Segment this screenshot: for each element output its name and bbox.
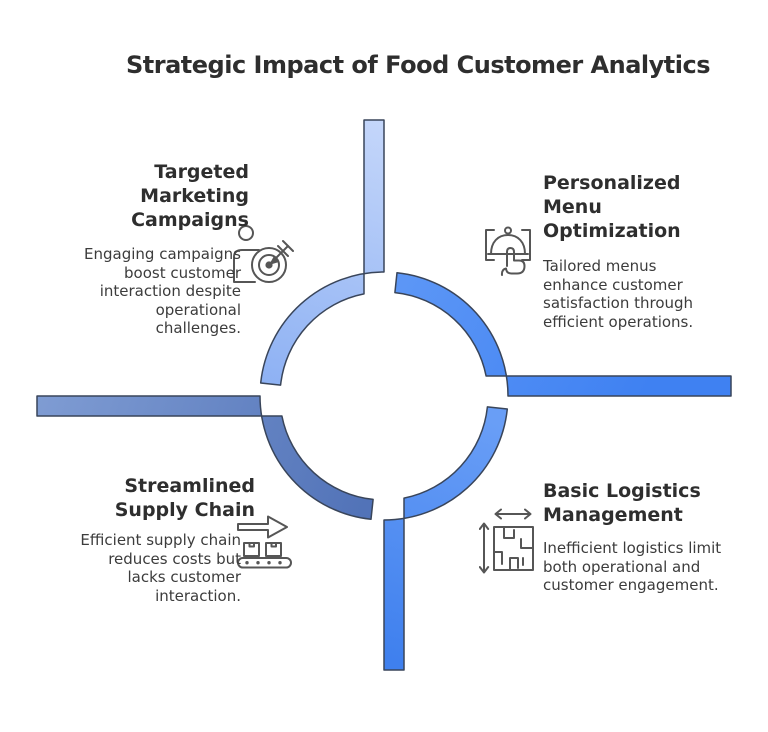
segment-bottom-right [383,406,509,671]
topright-quadrant-title: Personalized Menu Optimization [543,172,681,242]
topleft-quadrant-title: Targeted Marketing Campaigns [131,161,249,231]
topright-quadrant-description: Tailored menus enhance customer satisfac… [543,257,694,331]
topleft-quadrant-description: Engaging campaigns boost customer intera… [84,245,241,337]
menu-cloche-hand-icon [479,221,537,283]
bottomleft-quadrant-title: Streamlined Supply Chain [114,475,255,521]
bottomright-quadrant-title: Basic Logistics Management [543,480,701,526]
segment-top-left [259,119,385,386]
bottomright-quadrant-description: Inefficient logistics limit both operati… [543,539,722,594]
person-dart-target-icon [229,223,295,289]
segment-bottom-left [36,395,374,521]
segment-top-right [394,271,732,397]
conveyor-boxes-arrow-icon [235,509,295,571]
warehouse-floorplan-icon [479,507,537,579]
main-title: Strategic Impact of Food Customer Analyt… [126,51,710,79]
bottomleft-quadrant-description: Efficient supply chain reduces costs but… [80,531,241,605]
